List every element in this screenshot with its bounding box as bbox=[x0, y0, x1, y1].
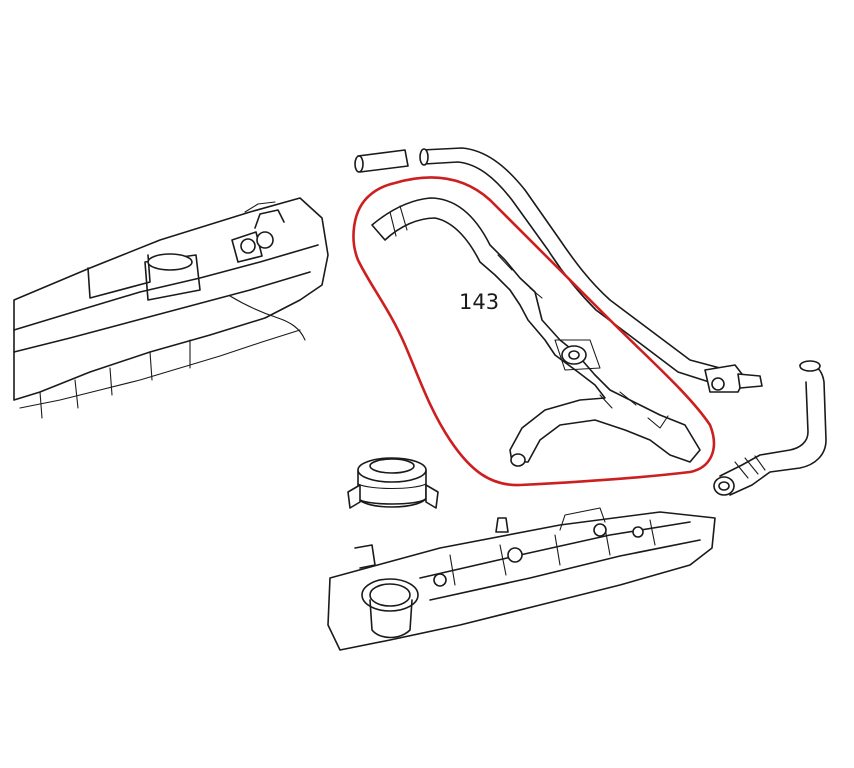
coupling-fitting bbox=[347, 457, 439, 509]
breather-pipe bbox=[419, 147, 763, 393]
cylinder-head-bottom bbox=[327, 507, 716, 651]
hose-assembly-143 bbox=[371, 197, 701, 467]
s-hose-right bbox=[713, 360, 827, 496]
short-hose-top bbox=[354, 149, 409, 173]
part-callout-143: 143 bbox=[459, 290, 499, 314]
intake-manifold-left bbox=[13, 197, 329, 419]
highlight-outline bbox=[352, 176, 716, 487]
